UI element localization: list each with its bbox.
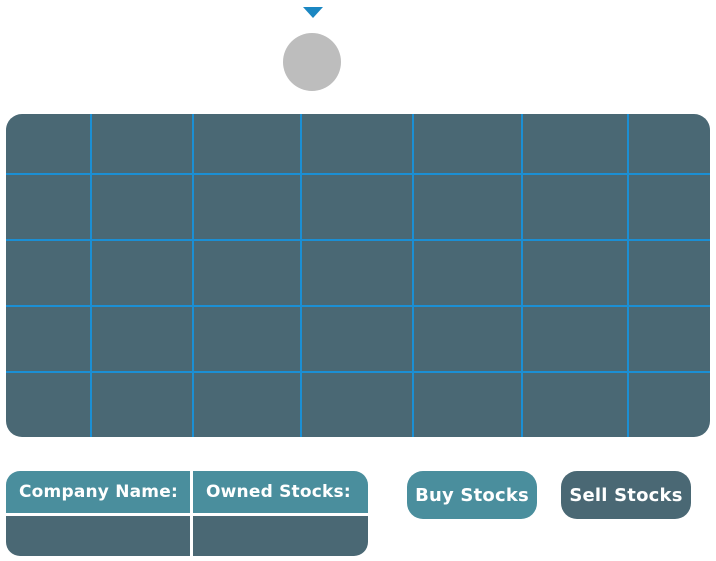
grid-column-divider (412, 114, 414, 437)
grid-row-divider (6, 239, 710, 241)
grid-column-divider (300, 114, 302, 437)
owned-stocks-value (193, 516, 368, 556)
grid-column-divider (521, 114, 523, 437)
company-name-label: Company Name: (6, 471, 190, 513)
stock-grid[interactable] (6, 114, 710, 437)
grid-row-divider (6, 305, 710, 307)
stock-info-table: Company Name: Owned Stocks: (6, 471, 368, 556)
grid-row-divider (6, 173, 710, 175)
sell-stocks-button[interactable]: Sell Stocks (561, 471, 691, 519)
grid-column-divider (192, 114, 194, 437)
caret-down-icon[interactable] (303, 7, 323, 18)
grid-column-divider (627, 114, 629, 437)
grid-column-divider (90, 114, 92, 437)
owned-stocks-label: Owned Stocks: (193, 471, 368, 513)
grid-row-divider (6, 371, 710, 373)
company-name-value (6, 516, 190, 556)
buy-stocks-button[interactable]: Buy Stocks (407, 471, 537, 519)
avatar[interactable] (283, 33, 341, 91)
